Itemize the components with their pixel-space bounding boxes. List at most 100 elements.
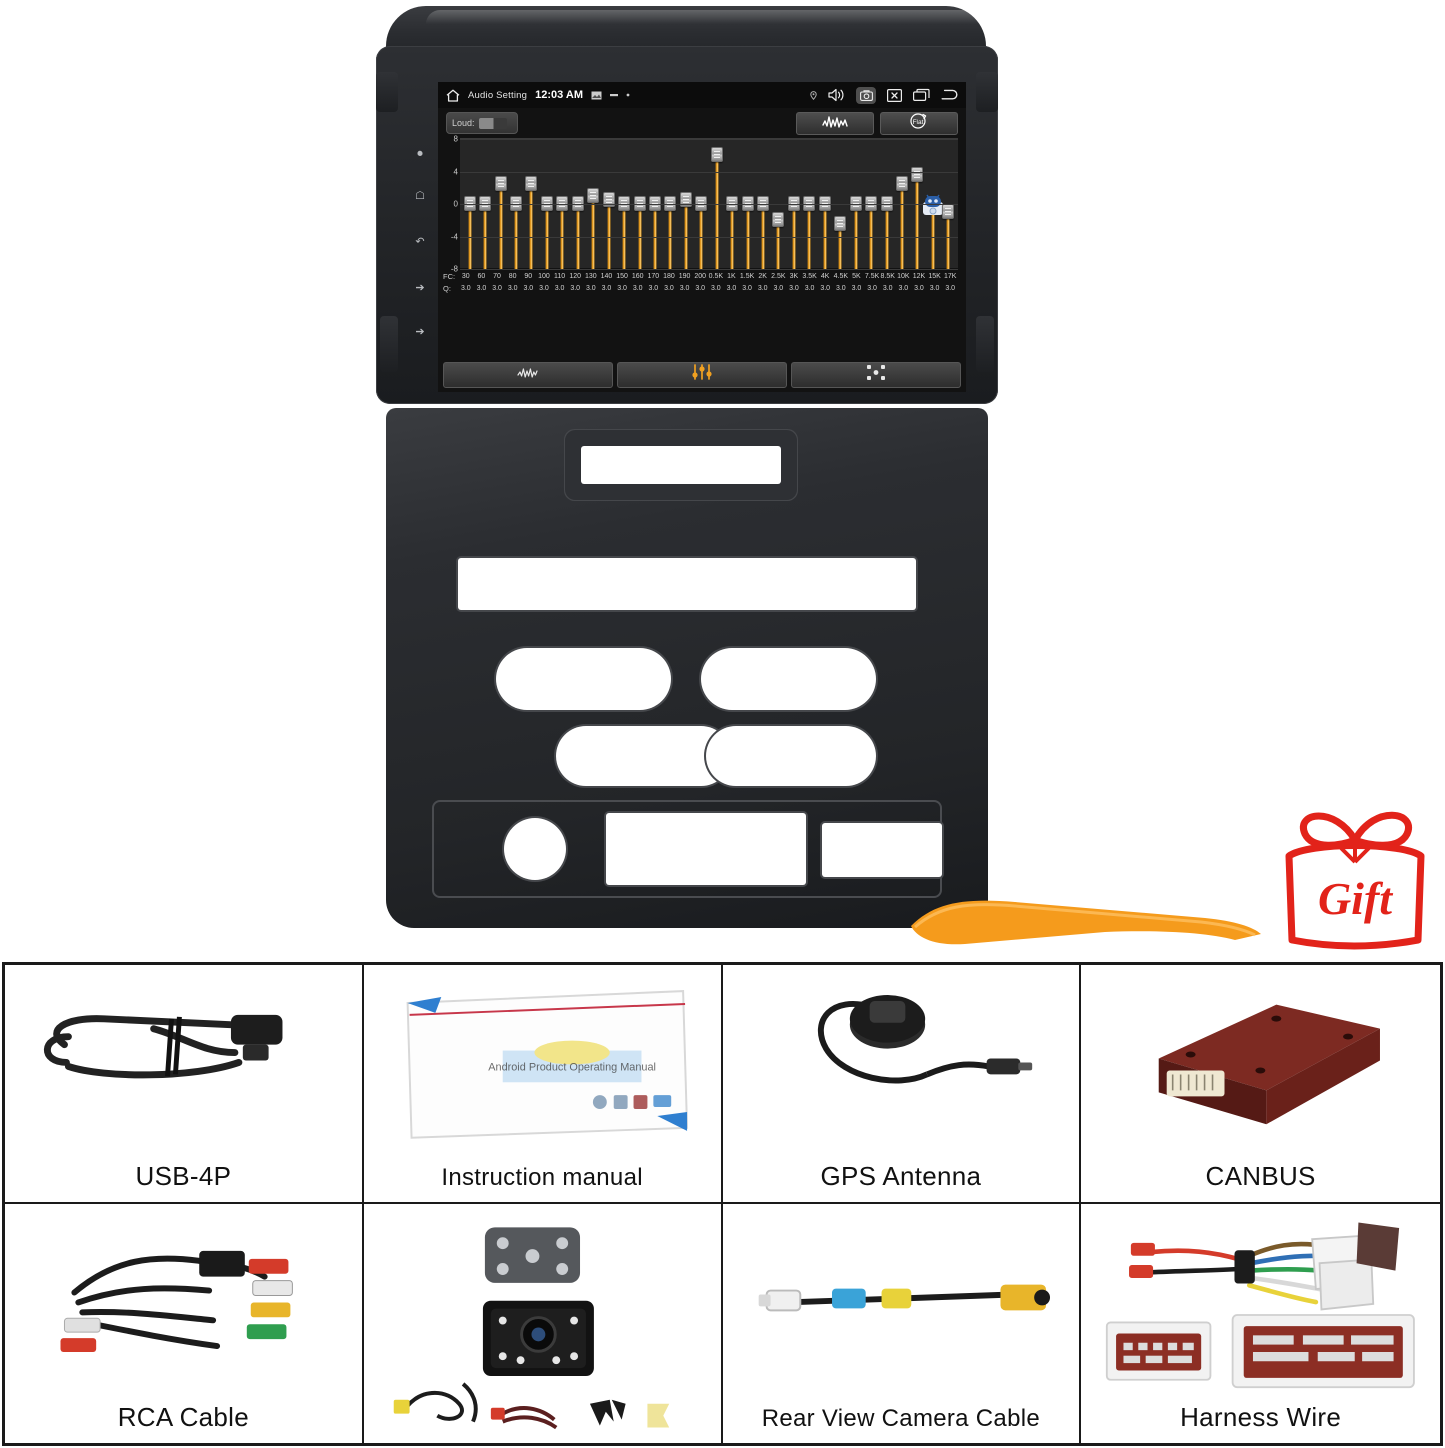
shroud-highlight bbox=[426, 10, 986, 24]
band-slider-handle[interactable] bbox=[803, 195, 816, 211]
equalizer-band[interactable] bbox=[694, 139, 709, 269]
equalizer-band[interactable] bbox=[555, 139, 570, 269]
band-slider-handle[interactable] bbox=[710, 147, 723, 163]
band-slider-handle[interactable] bbox=[463, 195, 476, 211]
band-slider-handle[interactable] bbox=[911, 167, 924, 183]
power-icon[interactable]: ⏺ bbox=[417, 148, 423, 160]
back-icon[interactable]: ↶ bbox=[415, 236, 425, 248]
band-stem bbox=[823, 202, 827, 269]
equalizer-band[interactable] bbox=[647, 139, 662, 269]
frequency-label: 100 bbox=[538, 272, 550, 280]
band-slider-handle[interactable] bbox=[618, 195, 631, 211]
screenshot-icon[interactable] bbox=[856, 86, 876, 104]
home-icon[interactable] bbox=[446, 89, 460, 102]
equalizer-band[interactable] bbox=[601, 139, 616, 269]
band-slider-handle[interactable] bbox=[726, 195, 739, 211]
accessory-label: Instruction manual bbox=[441, 1164, 643, 1191]
band-slider-handle[interactable] bbox=[757, 195, 770, 211]
equalizer-band[interactable] bbox=[632, 139, 647, 269]
equalizer-band[interactable] bbox=[922, 139, 943, 269]
equalizer-band[interactable] bbox=[848, 139, 863, 269]
loudness-toggle[interactable]: Loud: bbox=[446, 112, 518, 134]
equalizer-band[interactable] bbox=[740, 139, 755, 269]
equalizer-band[interactable] bbox=[724, 139, 739, 269]
band-slider-handle[interactable] bbox=[695, 195, 708, 211]
recents-icon[interactable] bbox=[913, 88, 930, 101]
equalizer-band[interactable] bbox=[786, 139, 801, 269]
band-slider-handle[interactable] bbox=[942, 204, 955, 219]
head-unit-screen[interactable]: Audio Setting 12:03 AM bbox=[438, 82, 966, 392]
reset-flat-button[interactable]: Flat bbox=[880, 111, 958, 135]
equalizer-band[interactable] bbox=[709, 139, 724, 269]
equalizer-band[interactable] bbox=[508, 139, 523, 269]
frequency-label: 2.5K bbox=[771, 272, 786, 280]
band-slider-handle[interactable] bbox=[741, 195, 754, 211]
volume-up-icon[interactable]: ➔ bbox=[415, 282, 425, 294]
equalizer-band[interactable] bbox=[879, 139, 894, 269]
equalizer-band[interactable] bbox=[524, 139, 539, 269]
band-slider-handle[interactable] bbox=[479, 195, 492, 211]
close-box-icon[interactable] bbox=[887, 88, 903, 102]
tab-balance-fader[interactable] bbox=[791, 362, 961, 388]
band-slider-handle[interactable] bbox=[895, 175, 908, 191]
equalizer-band[interactable] bbox=[462, 139, 477, 269]
band-slider-handle[interactable] bbox=[880, 195, 893, 211]
band-slider-handle[interactable] bbox=[510, 195, 523, 211]
equalizer-band[interactable] bbox=[833, 139, 848, 269]
band-slider-handle[interactable] bbox=[648, 195, 661, 211]
equalizer-band[interactable] bbox=[802, 139, 817, 269]
fascia-display-slot bbox=[458, 558, 916, 610]
band-slider-handle[interactable] bbox=[633, 195, 646, 211]
waveform-preset-button[interactable] bbox=[796, 111, 874, 135]
band-slider-handle[interactable] bbox=[787, 195, 800, 211]
band-slider-handle[interactable] bbox=[679, 191, 692, 207]
equalizer-band[interactable] bbox=[863, 139, 878, 269]
band-slider-handle[interactable] bbox=[525, 175, 538, 191]
equalizer-band[interactable] bbox=[493, 139, 508, 269]
y-axis-tick: 8 bbox=[453, 134, 458, 144]
equalizer-band[interactable] bbox=[539, 139, 554, 269]
home-icon[interactable]: ☖ bbox=[415, 190, 425, 202]
equalizer-band[interactable] bbox=[817, 139, 832, 269]
band-slider-handle[interactable] bbox=[849, 195, 862, 211]
equalizer-band[interactable] bbox=[663, 139, 678, 269]
back-icon[interactable] bbox=[941, 89, 958, 101]
frequency-label: 190 bbox=[678, 272, 691, 280]
tab-sound-effect[interactable] bbox=[443, 362, 613, 388]
band-stem bbox=[499, 182, 503, 269]
equalizer-band[interactable] bbox=[570, 139, 585, 269]
band-slider-handle[interactable] bbox=[865, 195, 878, 211]
equalizer-band[interactable] bbox=[755, 139, 770, 269]
vent-opening bbox=[496, 648, 671, 710]
band-slider-handle[interactable] bbox=[664, 195, 677, 211]
volume-down-icon[interactable]: ➔ bbox=[415, 326, 425, 338]
equalizer-band[interactable] bbox=[678, 139, 693, 269]
band-slider-handle[interactable] bbox=[772, 212, 785, 228]
equalizer-bands[interactable] bbox=[462, 139, 956, 269]
q-label: 3.0 bbox=[554, 284, 565, 292]
equalizer-band[interactable] bbox=[894, 139, 909, 269]
screen-title: Audio Setting bbox=[468, 89, 528, 101]
band-slider-handle[interactable] bbox=[556, 195, 569, 211]
frequency-label: 60 bbox=[477, 272, 486, 280]
band-slider-handle[interactable] bbox=[587, 187, 600, 203]
band-stem bbox=[946, 211, 950, 269]
band-slider-handle[interactable] bbox=[571, 195, 584, 211]
equalizer-band[interactable] bbox=[586, 139, 601, 269]
band-slider-handle[interactable] bbox=[818, 195, 831, 211]
harness-wire-art bbox=[1081, 1204, 1440, 1389]
tab-equalizer[interactable] bbox=[617, 362, 787, 388]
band-slider-handle[interactable] bbox=[834, 216, 847, 232]
band-slider-handle[interactable] bbox=[494, 175, 507, 191]
q-label: 3.0 bbox=[742, 284, 752, 292]
equalizer-band[interactable] bbox=[477, 139, 492, 269]
band-slider-handle[interactable] bbox=[540, 195, 553, 211]
loudness-switch[interactable] bbox=[478, 117, 507, 129]
volume-icon[interactable] bbox=[828, 88, 845, 102]
equalizer-band[interactable] bbox=[616, 139, 631, 269]
frequency-label: 4K bbox=[820, 272, 830, 280]
equalizer-band[interactable] bbox=[771, 139, 786, 269]
band-slider-handle[interactable] bbox=[602, 191, 615, 207]
